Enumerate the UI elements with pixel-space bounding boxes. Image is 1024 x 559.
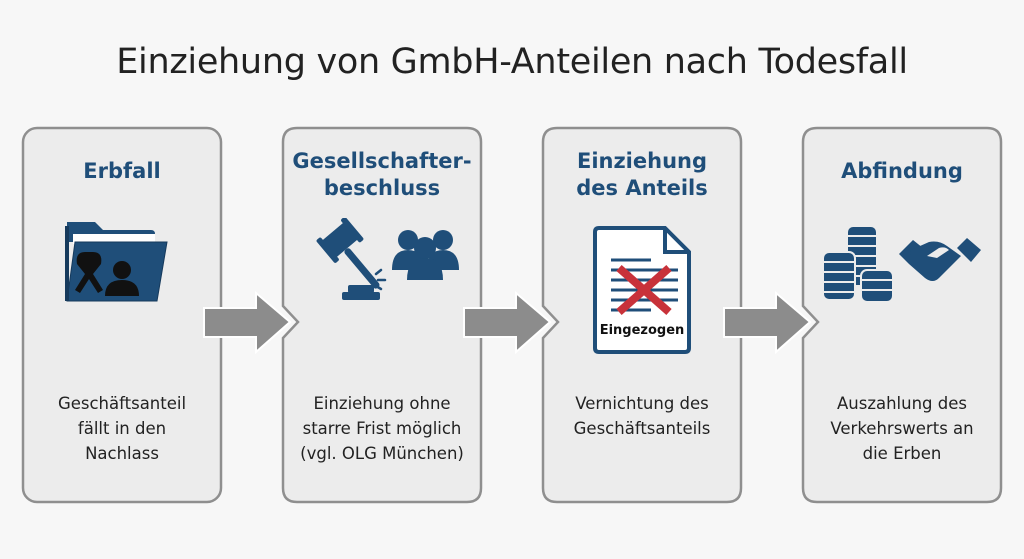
- step-heading: Einziehung des Anteils: [543, 148, 741, 202]
- heading-line: Abfindung: [841, 159, 963, 183]
- heading-line: Erbfall: [83, 159, 161, 183]
- desc-line: Einziehung ohne: [313, 394, 451, 413]
- coins-handshake-icon: [822, 225, 981, 303]
- step-description: Einziehung ohne starre Frist möglich (vg…: [283, 391, 481, 466]
- desc-line: Nachlass: [85, 444, 159, 463]
- card-frame-4: [801, 126, 1003, 504]
- document-icon: [593, 226, 691, 354]
- desc-line: Vernichtung des: [575, 394, 709, 413]
- arrow-3: [723, 290, 812, 355]
- step-heading: Gesellschafter- beschluss: [283, 148, 481, 202]
- folder-ribbon-person-icon: [65, 222, 168, 302]
- heading-line: Einziehung: [576, 149, 708, 173]
- step-heading: Abfindung: [803, 158, 1001, 185]
- step-heading: Erbfall: [23, 158, 221, 185]
- desc-line: Geschäftsanteils: [573, 419, 711, 438]
- desc-line: Verkehrswerts an: [830, 419, 974, 438]
- step-description: Geschäftsanteil fällt in den Nachlass: [23, 391, 221, 466]
- arrow-1: [203, 290, 292, 355]
- desc-line: (vgl. OLG München): [300, 444, 464, 463]
- desc-line: Auszahlung des: [836, 394, 967, 413]
- desc-line: starre Frist möglich: [302, 419, 462, 438]
- step-gesellschafterbeschluss: Gesellschafter- beschluss Einziehung ohn…: [283, 128, 481, 502]
- step-abfindung: Abfindung Auszahlung des Verkehrswerts a…: [803, 128, 1001, 502]
- document-stamp-label: Eingezogen: [599, 323, 685, 338]
- cancelled-document-icon: Eingezogen: [543, 224, 741, 354]
- desc-line: die Erben: [862, 444, 942, 463]
- arrow-2: [463, 290, 552, 355]
- card-frame-2: [281, 126, 483, 504]
- heading-line: beschluss: [323, 176, 441, 200]
- step-erbfall: Erbfall Geschäftsanteil fällt in den Nac…: [23, 128, 221, 502]
- step-einziehung: Einziehung des Anteils Eingezogen Vernic…: [543, 128, 741, 502]
- gavel-group-icon: [316, 218, 459, 300]
- page-title: Einziehung von GmbH-Anteilen nach Todesf…: [116, 42, 908, 82]
- heading-line: Gesellschafter-: [292, 149, 472, 173]
- desc-line: Geschäftsanteil: [57, 394, 187, 413]
- step-description: Auszahlung des Verkehrswerts an die Erbe…: [803, 391, 1001, 466]
- heading-line: des Anteils: [576, 176, 708, 200]
- desc-line: fällt in den: [77, 419, 167, 438]
- step-description: Vernichtung des Geschäftsanteils: [543, 391, 741, 441]
